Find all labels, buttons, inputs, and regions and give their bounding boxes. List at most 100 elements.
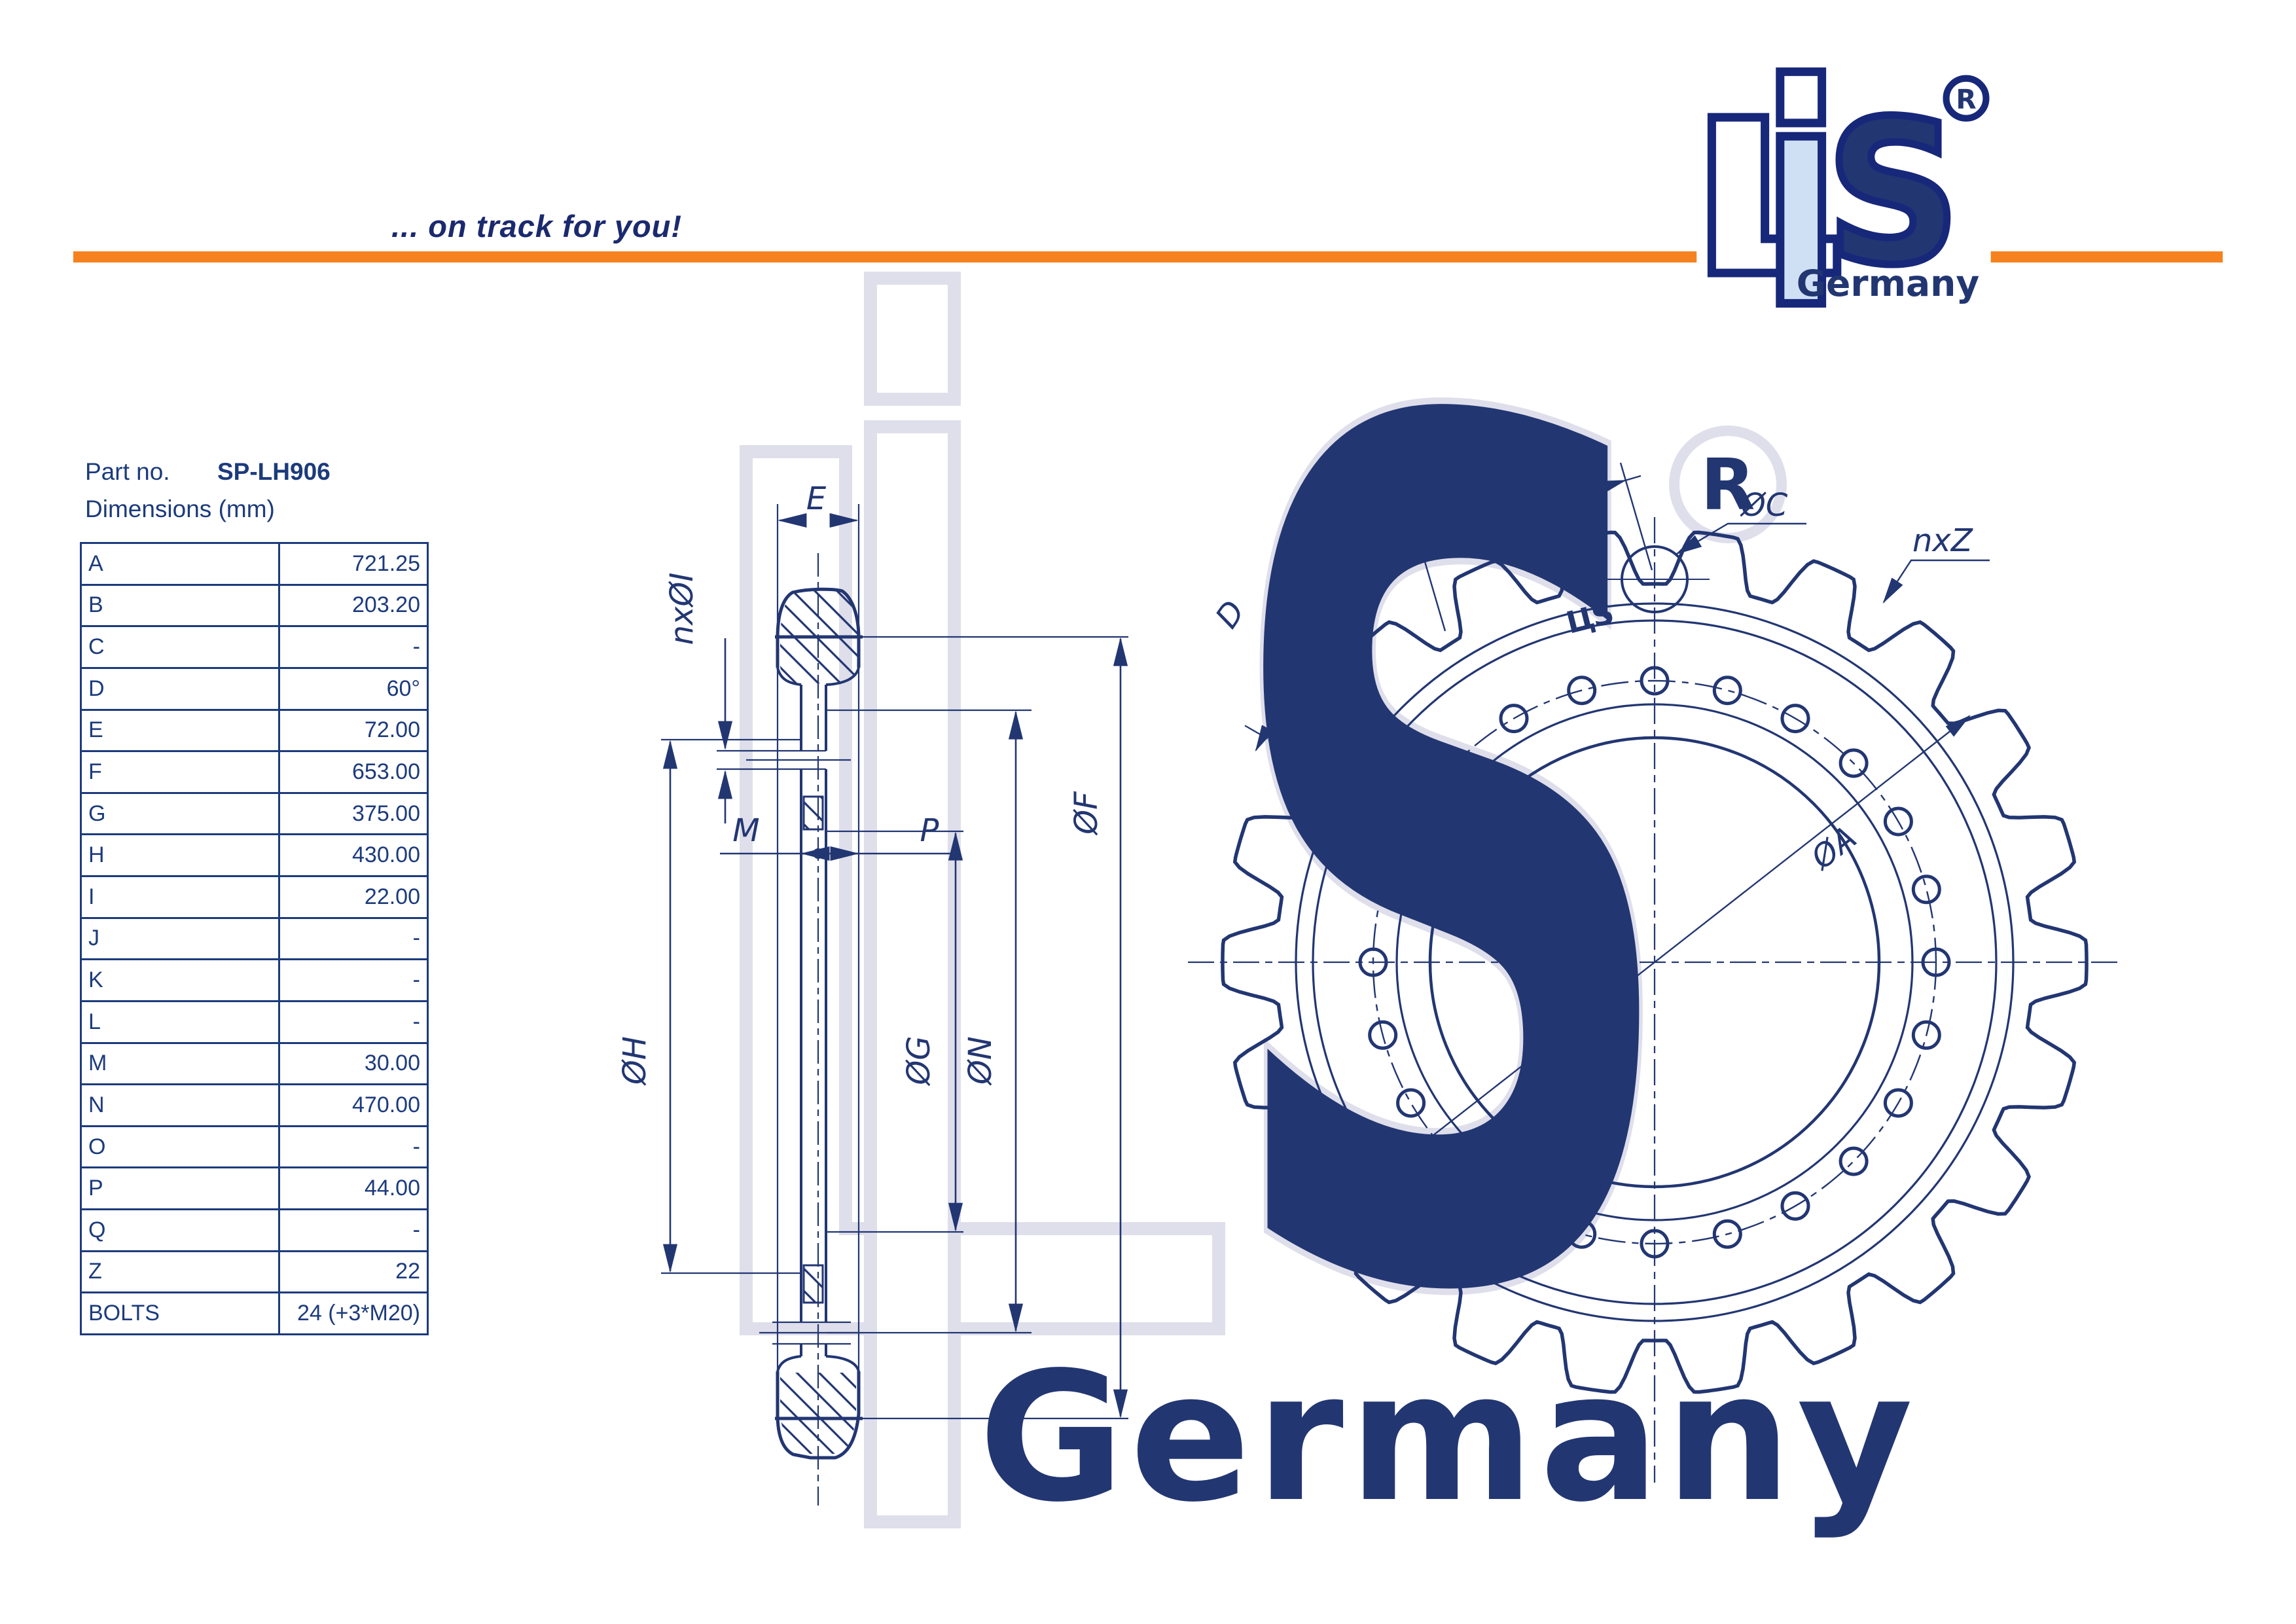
bolt-hole	[1712, 1219, 1742, 1249]
dimension-b	[1402, 462, 1653, 632]
dim-value-cell: -	[278, 1000, 429, 1044]
bolt-hole	[1712, 676, 1742, 706]
section-bottom-tooth	[776, 1371, 861, 1460]
logo-i-stem	[1776, 132, 1827, 308]
section-bolt-hole-lines	[717, 749, 857, 1345]
dim-label-cell: BOLTS	[80, 1291, 280, 1335]
table-row: F 653.00	[80, 750, 429, 794]
section-top-fillet-left	[776, 667, 802, 686]
dim-label-cell: L	[80, 1000, 280, 1044]
dim-value-cell: 430.00	[278, 833, 429, 877]
dim-value-cell: -	[278, 916, 429, 961]
table-row: L -	[80, 1000, 429, 1044]
table-row: G 375.00	[80, 791, 429, 836]
table-row: C -	[80, 625, 429, 669]
label-g: ØG	[901, 1036, 937, 1087]
dim-value-cell: 30.00	[278, 1041, 429, 1086]
bolt-hole	[1567, 1219, 1597, 1249]
dim-label-cell: J	[80, 916, 280, 961]
dimension-table-body: A 721.25 B 203.20 C - D 60°	[80, 542, 429, 1335]
dim-label-cell: D	[80, 666, 280, 711]
label-e: E	[806, 480, 827, 517]
dim-label-cell: K	[80, 958, 280, 1002]
cross-section-view: E nxØI M P ØF ØH ØG ØN	[617, 480, 1128, 1506]
watermark-letter-l	[740, 445, 1225, 1335]
section-top-tooth	[776, 587, 861, 668]
dimension-d	[1255, 636, 1342, 752]
dimension-a	[1338, 715, 1971, 1210]
table-row: E 72.00	[80, 708, 429, 753]
label-n: ØN	[962, 1036, 999, 1086]
table-row: M 30.00	[80, 1041, 429, 1086]
dim-value-cell: 203.20	[278, 583, 429, 628]
bolt-hole	[1839, 1146, 1869, 1176]
dimension-m-p	[720, 846, 950, 861]
dim-label-cell: Z	[80, 1250, 280, 1294]
dim-value-cell: 44.00	[278, 1166, 429, 1210]
dim-label-cell: B	[80, 583, 280, 628]
dim-label-cell: I	[80, 875, 280, 919]
part-number-line: Part no. SP-LH906	[85, 458, 331, 486]
dim-value-cell: 470.00	[278, 1083, 429, 1127]
table-row: P 44.00	[80, 1166, 429, 1210]
slogan: ... on track for you!	[391, 209, 683, 244]
watermark-i-dot	[864, 272, 961, 406]
label-f: ØF	[1068, 791, 1105, 836]
table-row: N 470.00	[80, 1083, 429, 1127]
dim-value-cell: -	[278, 1208, 429, 1252]
dim-value-cell: 72.00	[278, 708, 429, 753]
header-orange-rule	[73, 251, 2223, 262]
dim-label-cell: E	[80, 708, 280, 753]
dim-value-cell: -	[278, 958, 429, 1002]
dim-label-cell: G	[80, 791, 280, 836]
dim-value-cell: 375.00	[278, 791, 429, 836]
dim-label-cell: F	[80, 750, 280, 794]
logo-germany: Germany	[1797, 262, 1979, 304]
dim-label-cell: C	[80, 625, 280, 669]
dim-label-cell: N	[80, 1083, 280, 1127]
sprocket-front-view: B D ØC nxZ ØA ЦS	[1188, 462, 2121, 1483]
dim-value-cell: 22.00	[278, 875, 429, 919]
label-a: ØA	[1804, 820, 1864, 878]
dim-value-cell: 24 (+3*M20)	[278, 1291, 429, 1335]
lis-watermark: S R Germany	[740, 180, 1913, 1556]
dimensions-heading: Dimensions (mm)	[85, 496, 275, 522]
dimension-table: A 721.25 B 203.20 C - D 60°	[80, 542, 429, 1335]
dim-value-cell: 60°	[278, 666, 429, 711]
label-p: P	[920, 812, 939, 849]
dim-label-cell: Q	[80, 1208, 280, 1252]
dim-value-cell: 22	[278, 1250, 429, 1294]
dim-label-cell: P	[80, 1166, 280, 1210]
logo-registered-letter: R	[1956, 84, 1976, 115]
table-row: Z 22	[80, 1250, 429, 1294]
dim-value-cell: -	[278, 625, 429, 669]
section-bottom-fillet-right	[825, 1355, 860, 1372]
bolt-hole	[1911, 875, 1941, 905]
watermark-registered-letter: R	[1700, 444, 1755, 526]
dim-value-cell: 653.00	[278, 750, 429, 794]
lis-logo: S R Germany	[1696, 64, 1991, 312]
table-row: I 22.00	[80, 875, 429, 919]
logo-i-dot	[1776, 67, 1827, 128]
table-row: J -	[80, 916, 429, 961]
leader-c	[1675, 522, 1806, 555]
label-m: M	[732, 812, 759, 849]
dim-value-cell: 721.25	[278, 542, 429, 586]
section-top-fillet-right	[825, 667, 860, 686]
part-label: Part no.	[85, 458, 170, 485]
dim-label-cell: A	[80, 542, 280, 586]
section-hatch-hub-top	[802, 795, 824, 831]
dim-label-cell: M	[80, 1041, 280, 1086]
table-row: K -	[80, 958, 429, 1002]
table-row: B 203.20	[80, 583, 429, 628]
watermark-i-stem	[864, 420, 961, 1528]
table-row: BOLTS 24 (+3*M20)	[80, 1291, 429, 1335]
table-row: A 721.25	[80, 542, 429, 586]
dim-label-cell: O	[80, 1125, 280, 1169]
label-c: ØC	[1740, 487, 1788, 524]
logo-registered-icon	[1943, 75, 1990, 122]
label-nxz: nxZ	[1912, 522, 1973, 559]
bolt-hole	[1567, 676, 1597, 706]
